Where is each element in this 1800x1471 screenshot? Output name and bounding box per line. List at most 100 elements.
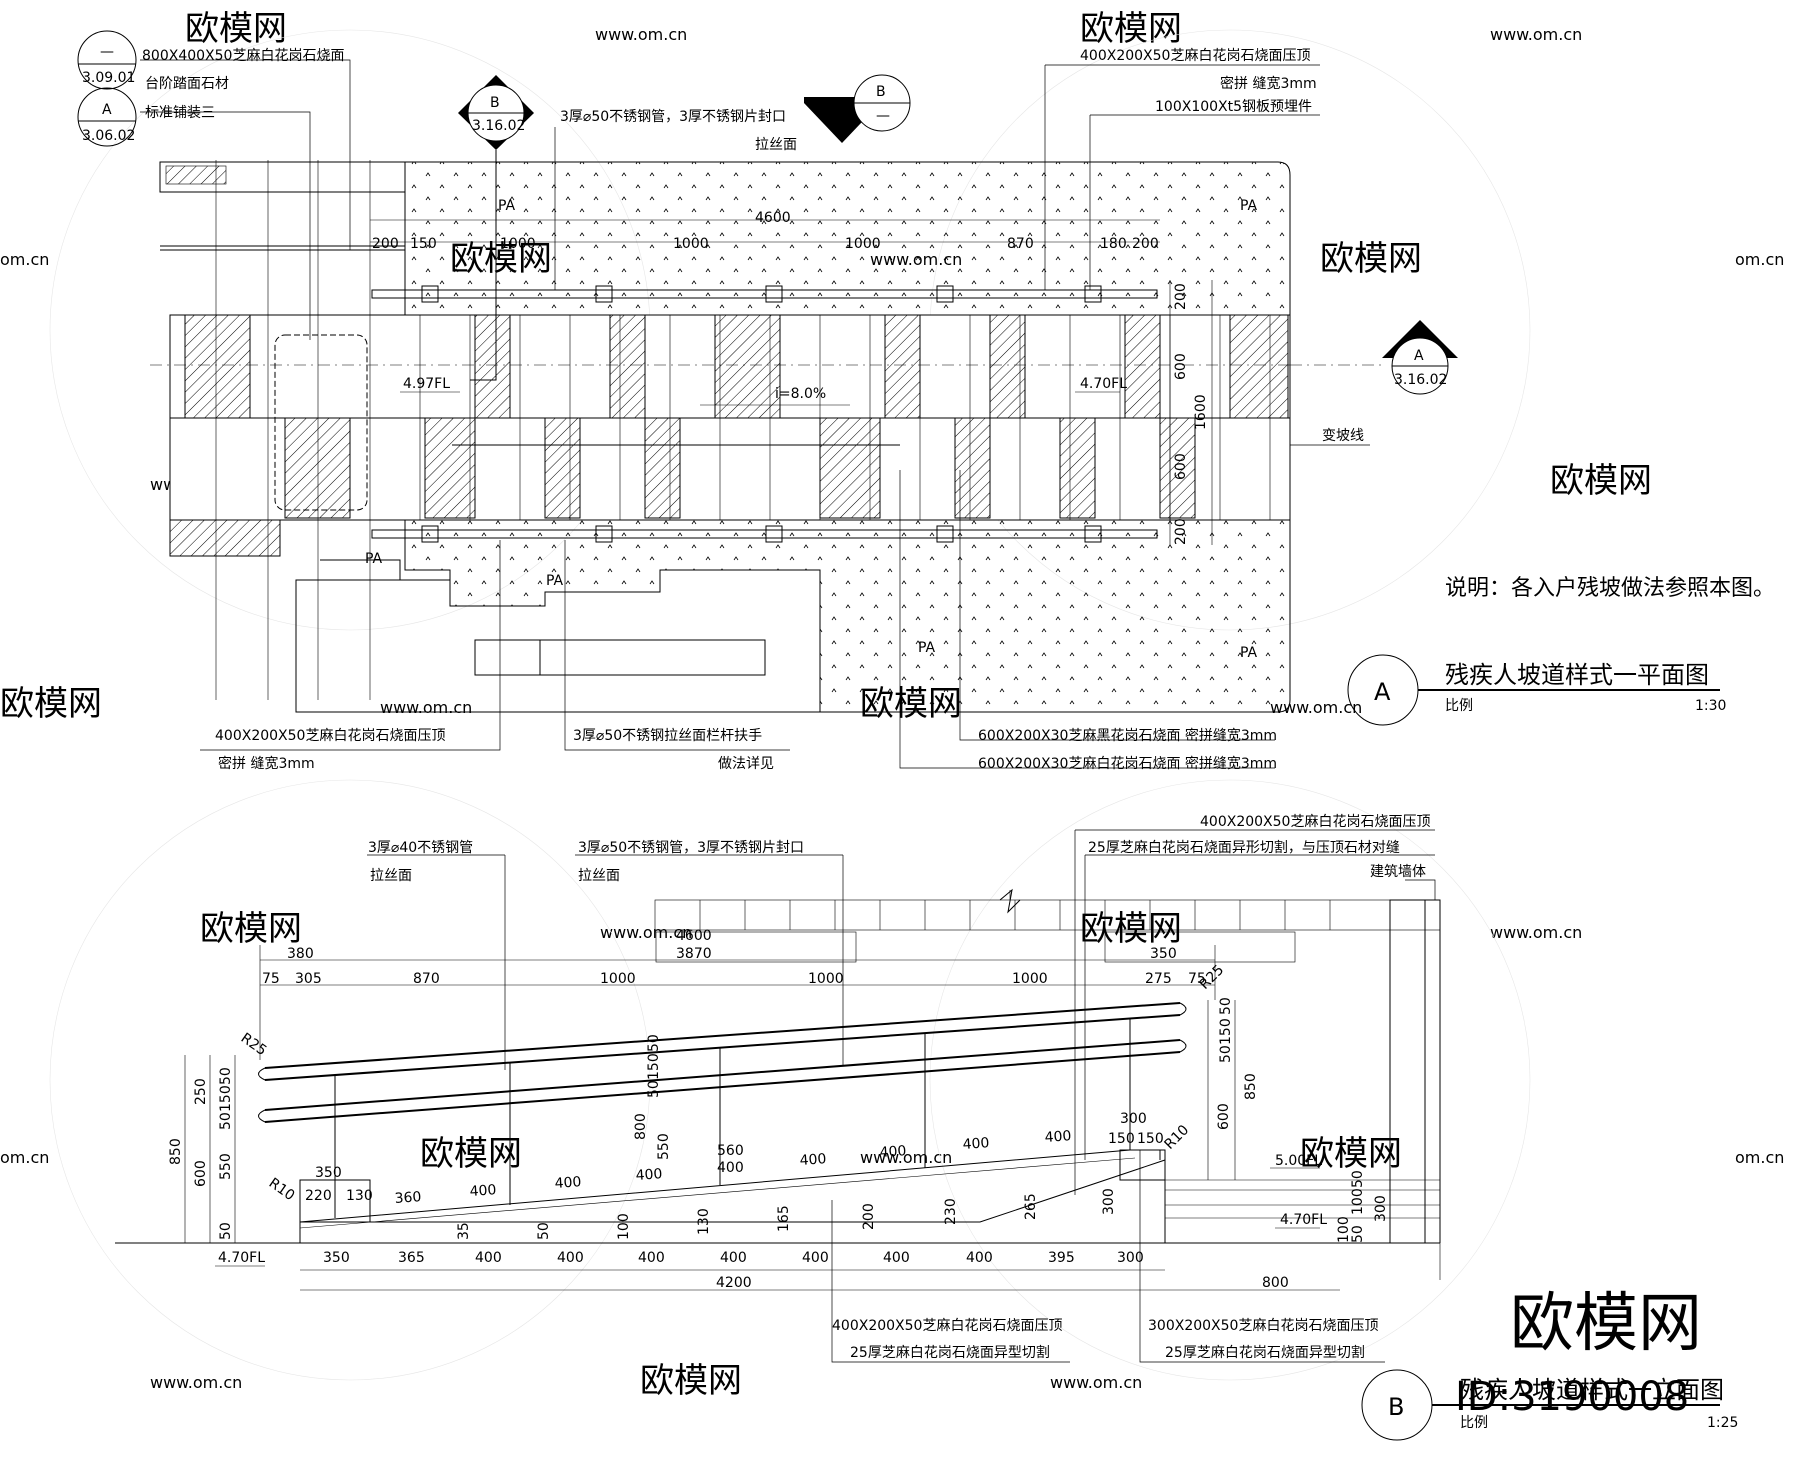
watermark-site: om.cn bbox=[0, 1148, 49, 1167]
radius: R10 bbox=[1162, 1122, 1193, 1153]
svg-text:PA: PA bbox=[546, 573, 564, 589]
svg-text:1000: 1000 bbox=[500, 236, 536, 252]
note: 400X200X50芝麻白花岗石烧面压顶 bbox=[1200, 814, 1430, 830]
watermark-brand: 欧模网 bbox=[1300, 1134, 1402, 1174]
note: 400X200X50芝麻白花岗石烧面压顶 bbox=[832, 1318, 1062, 1334]
watermark-brand: 欧模网 bbox=[1080, 9, 1182, 49]
svg-text:50: 50 bbox=[646, 1080, 662, 1098]
dim: 800 bbox=[1262, 1275, 1289, 1291]
svg-text:365: 365 bbox=[398, 1250, 425, 1266]
svg-text:B: B bbox=[876, 84, 886, 100]
dim-right-vert: 50 150 50 600 850 bbox=[1216, 997, 1259, 1130]
svg-text:200: 200 bbox=[1132, 236, 1159, 252]
svg-text:400: 400 bbox=[635, 1166, 663, 1184]
brand-stamp: 欧模网 ID:3190008 bbox=[1455, 1287, 1702, 1420]
svg-text:400: 400 bbox=[557, 1250, 584, 1266]
svg-text:A: A bbox=[102, 102, 112, 118]
svg-text:PA: PA bbox=[1240, 198, 1258, 214]
svg-text:1000: 1000 bbox=[600, 971, 636, 987]
watermark-site: www.om.cn bbox=[1270, 698, 1362, 717]
svg-text:1:30: 1:30 bbox=[1695, 698, 1726, 714]
watermark-site: www.om.cn bbox=[595, 25, 687, 44]
watermark-brand: 欧模网 bbox=[1550, 461, 1652, 501]
svg-text:400: 400 bbox=[883, 1250, 910, 1266]
watermark-site: om.cn bbox=[1735, 1148, 1784, 1167]
note: 密拼 缝宽3mm bbox=[1220, 75, 1317, 92]
embed-plates bbox=[421, 285, 1102, 543]
note: 800X400X50芝麻白花岗石烧面 bbox=[142, 48, 344, 64]
dim: 130 bbox=[346, 1188, 373, 1204]
watermark-site: www.om.cn bbox=[150, 1373, 242, 1392]
svg-text:850: 850 bbox=[1243, 1073, 1259, 1100]
watermark-brand: 欧模网 bbox=[185, 9, 287, 49]
note: 拉丝面 bbox=[578, 868, 620, 884]
svg-text:残疾人坡道样式一平面图: 残疾人坡道样式一平面图 bbox=[1445, 661, 1709, 689]
section-marker-a: A 3.16.02 bbox=[1290, 320, 1458, 395]
svg-text:150: 150 bbox=[410, 236, 437, 252]
svg-text:130: 130 bbox=[696, 1208, 712, 1235]
svg-text:400: 400 bbox=[802, 1250, 829, 1266]
svg-text:—: — bbox=[100, 44, 114, 60]
svg-text:75: 75 bbox=[1188, 971, 1206, 987]
svg-text:300: 300 bbox=[1101, 1188, 1117, 1215]
svg-text:比例: 比例 bbox=[1460, 1415, 1488, 1431]
watermark-brand: 欧模网 bbox=[0, 684, 102, 724]
planting-labels: PA PA PA PA PA PA bbox=[365, 198, 1258, 661]
note: 25厚芝麻白花岗石烧面异型切割 bbox=[1165, 1344, 1365, 1361]
note: 密拼 缝宽3mm bbox=[218, 755, 315, 772]
svg-text:305: 305 bbox=[295, 971, 322, 987]
note: 拉丝面 bbox=[755, 137, 797, 153]
plan-explanation: 说明：各入户残坡做法参照本图。 bbox=[1445, 576, 1775, 601]
svg-text:400: 400 bbox=[966, 1250, 993, 1266]
svg-text:800: 800 bbox=[633, 1113, 649, 1140]
note: 3厚⌀50不锈钢管，3厚不锈钢片封口 bbox=[560, 109, 786, 125]
svg-text:600: 600 bbox=[1173, 453, 1189, 480]
section-marker-b: B — bbox=[804, 74, 911, 143]
dim-bottom-row: 350 365 400 400 400 400 400 400 400 395 … bbox=[323, 1250, 1144, 1266]
svg-text:400: 400 bbox=[1044, 1128, 1072, 1146]
svg-text:比例: 比例 bbox=[1445, 698, 1473, 714]
radius: R25 bbox=[1197, 962, 1228, 993]
svg-text:50: 50 bbox=[1350, 1170, 1366, 1188]
svg-text:870: 870 bbox=[1007, 236, 1034, 252]
svg-text:360: 360 bbox=[394, 1189, 422, 1207]
svg-text:50: 50 bbox=[536, 1222, 552, 1240]
note: 100X100Xt5钢板预埋件 bbox=[1155, 99, 1312, 115]
svg-text:1600: 1600 bbox=[1193, 394, 1209, 430]
callout-bubble: — 3.09.01 bbox=[77, 30, 137, 90]
brand-logo-text: 欧模网 bbox=[1510, 1287, 1702, 1361]
dim-mid-vert: 800 550 50 150 50 bbox=[633, 1034, 672, 1160]
note: 3厚⌀50不锈钢拉丝面栏杆扶手 bbox=[573, 728, 762, 744]
svg-text:870: 870 bbox=[413, 971, 440, 987]
svg-text:165: 165 bbox=[776, 1205, 792, 1232]
watermark-brand: 欧模网 bbox=[420, 1134, 522, 1174]
svg-text:B: B bbox=[490, 95, 500, 111]
svg-text:残疾人坡道样式一立面图: 残疾人坡道样式一立面图 bbox=[1460, 1376, 1724, 1404]
plan-title: A 残疾人坡道样式一平面图 比例 1:30 bbox=[1347, 654, 1726, 726]
svg-text:PA: PA bbox=[365, 551, 383, 567]
svg-text:400: 400 bbox=[720, 1250, 747, 1266]
dim: 350 bbox=[1150, 946, 1177, 962]
dim: 150 bbox=[1137, 1131, 1164, 1147]
svg-text:50: 50 bbox=[218, 1067, 234, 1085]
level-tag: 4.70FL bbox=[1280, 1212, 1327, 1228]
slope-label: i=8.0% bbox=[775, 386, 826, 402]
svg-text:1000: 1000 bbox=[845, 236, 881, 252]
svg-text:395: 395 bbox=[1048, 1250, 1075, 1266]
level-tag: 4.97FL bbox=[403, 376, 450, 392]
dim-row-plan: 200 150 1000 1000 1000 870 180 200 bbox=[372, 236, 1159, 252]
level-tag: 4.70FL bbox=[218, 1250, 265, 1266]
svg-text:265: 265 bbox=[1023, 1193, 1039, 1220]
svg-text:400: 400 bbox=[554, 1174, 582, 1192]
svg-text:850: 850 bbox=[168, 1138, 184, 1165]
watermark-brand: 欧模网 bbox=[640, 1361, 742, 1401]
watermark-site: om.cn bbox=[0, 250, 49, 269]
svg-text:550: 550 bbox=[218, 1153, 234, 1180]
note: 建筑墙体 bbox=[1370, 864, 1426, 880]
svg-text:3.16.02: 3.16.02 bbox=[1394, 372, 1447, 388]
svg-text:250: 250 bbox=[193, 1078, 209, 1105]
watermark-site: www.om.cn bbox=[600, 923, 692, 942]
svg-text:50: 50 bbox=[1350, 1225, 1366, 1243]
note: 变坡线 bbox=[1322, 428, 1364, 444]
dim: 560 bbox=[717, 1143, 744, 1159]
